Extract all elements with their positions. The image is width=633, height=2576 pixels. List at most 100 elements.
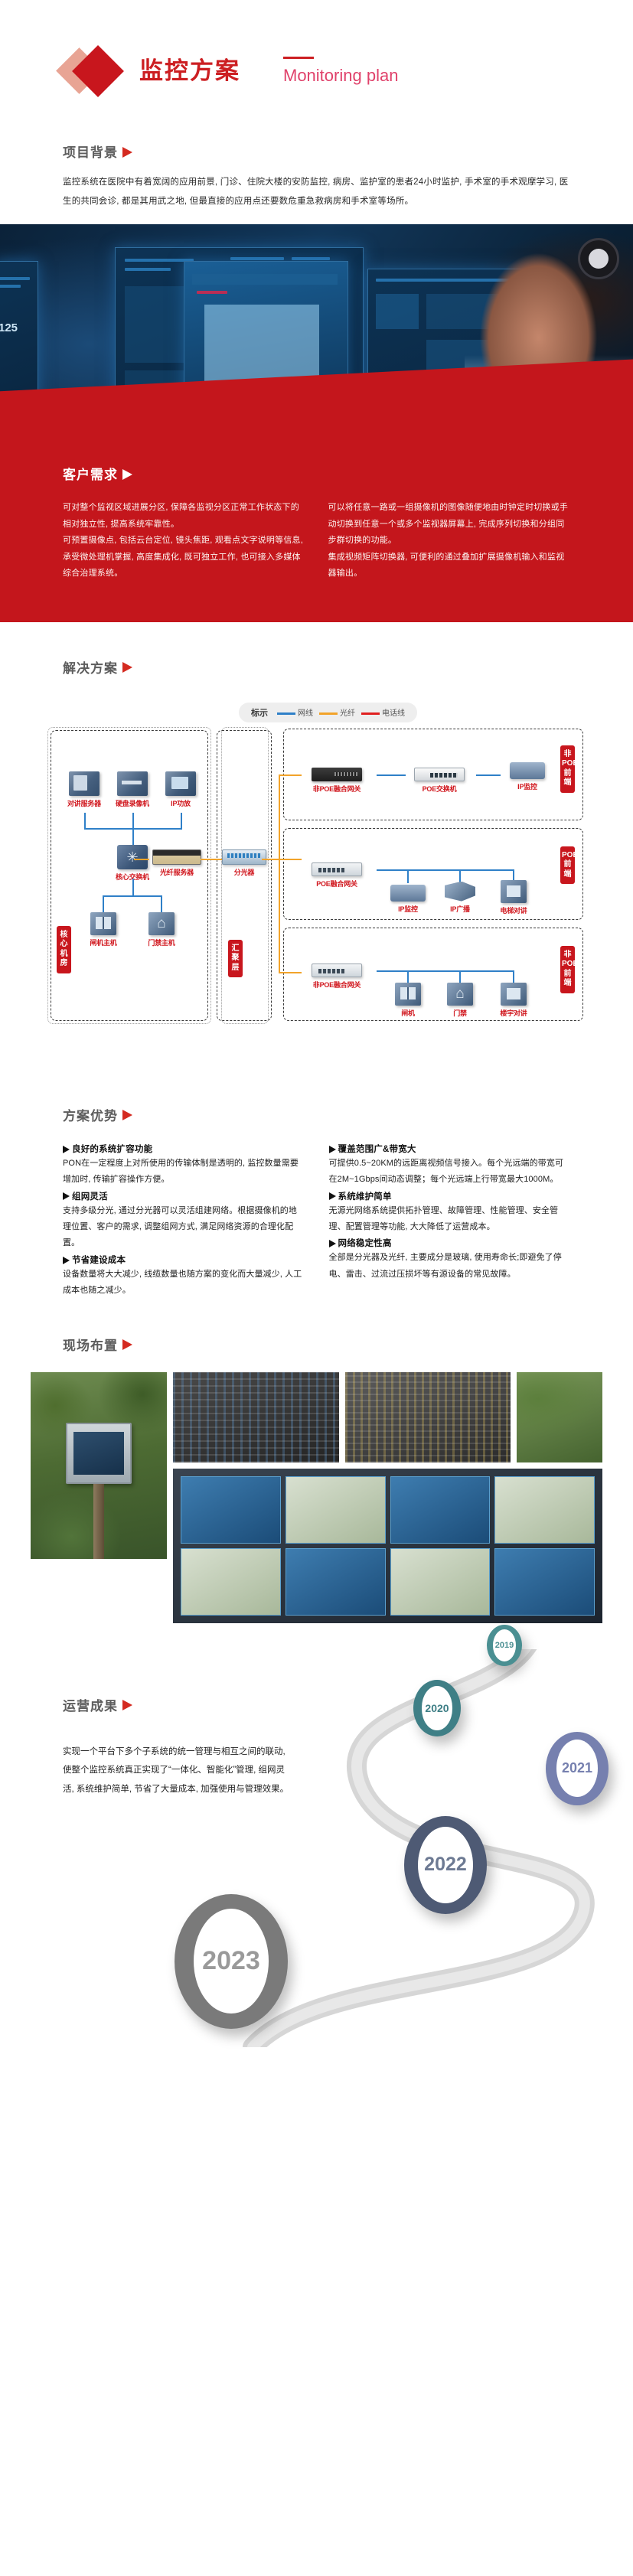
- headset-icon: [578, 238, 619, 280]
- node-fiber-server: 光纤服务器: [148, 845, 206, 877]
- server-rack-photo: [173, 1371, 339, 1462]
- zone-core-room-outline: [47, 726, 211, 1024]
- wire-net: [132, 812, 134, 830]
- zone-frontend-3: [283, 927, 583, 1021]
- advantages-heading-label: 方案优势: [63, 1108, 118, 1123]
- node-optical-splitter: 分光器: [215, 845, 273, 877]
- advantage-body: 可提供0.5~20KM的远距离视频信号接入。每个光远端的带宽可在2M~1Gbps…: [328, 1158, 564, 1185]
- background-paragraph: 监控系统在医院中有着宽阔的应用前景, 门诊、住院大楼的安防监控, 病房、监护室的…: [63, 178, 569, 206]
- poe-gateway-icon: [312, 862, 362, 876]
- zone-tag-non-poe-frontend-b: 非POE前端: [560, 945, 578, 993]
- advantages-left-column: 良好的系统扩容功能 PON在一定程度上对所使用的传输体制是透明的, 监控数量需要…: [63, 1141, 305, 1299]
- wire-fiber: [279, 774, 280, 860]
- section-results: 运营成果 实现一个平台下多个子系统的统一管理与相互之间的联动, 使整个监控系统真…: [0, 1624, 633, 2047]
- node-non-poe-gateway-1: 非POE融合网关: [300, 762, 374, 794]
- ip-camera-icon: [390, 884, 426, 902]
- nvr-icon: [117, 771, 148, 796]
- node-intercom-server: 对讲服务器: [55, 771, 113, 808]
- wire-net: [407, 869, 409, 883]
- node-gate: 闸机: [380, 981, 436, 1018]
- page-subtitle-group: Monitoring plan: [283, 56, 398, 86]
- site-heading: 现场布置: [0, 1335, 633, 1354]
- triangle-right-icon: [63, 1192, 70, 1201]
- wire-fiber: [134, 858, 149, 860]
- diagram-legend: 标示 网线 光纤 电话线: [239, 702, 417, 722]
- solution-heading-label: 解决方案: [63, 660, 118, 676]
- node-nvr: 硬盘录像机: [103, 771, 162, 808]
- wire-net: [459, 970, 461, 984]
- section-site-layout: 现场布置: [0, 1299, 633, 1623]
- results-heading: 运营成果: [0, 1695, 132, 1714]
- node-ip-amplifier: IP功放: [152, 771, 210, 808]
- timeline-bubble-2020: 2020: [413, 1679, 461, 1736]
- timeline-bubble-2023: 2023: [175, 1893, 288, 2029]
- advantage-body: 支持多级分光, 通过分光器可以灵活组建网络。根据摄像机的地理位置、客户的需求, …: [63, 1205, 298, 1248]
- advantage-title: 节省建设成本: [63, 1254, 305, 1266]
- legend-item-fiber: 光纤: [319, 706, 355, 718]
- section-advantages: 方案优势 良好的系统扩容功能 PON在一定程度上对所使用的传输体制是透明的, 监…: [0, 1079, 633, 1299]
- outdoor-camera-cabinet-photo: [31, 1371, 167, 1559]
- wire-fiber: [279, 858, 302, 860]
- node-gate-host: 闸机主机: [74, 911, 132, 947]
- advantage-body: 无源光网络系统提供拓扑管理、故障管理、性能管理、安全管理、配置管理等功能, 大大…: [328, 1205, 559, 1231]
- wire-net: [513, 869, 514, 883]
- site-heading-label: 现场布置: [63, 1338, 118, 1353]
- arrow-right-icon: [122, 1700, 132, 1711]
- timeline-year-label: 2019: [492, 1629, 517, 1661]
- requirements-left-column: 可对整个监视区域进展分区, 保障各监视分区正常工作状态下的相对独立性, 提高系统…: [63, 500, 305, 582]
- node-ip-camera-1: IP监控: [499, 758, 556, 791]
- triangle-right-icon: [328, 1240, 336, 1248]
- zone-tag-non-poe-frontend-a: 非POE前端: [560, 745, 578, 793]
- requirements-right-column: 可以将任意一路或一组摄像机的图像随便地由时钟定时切换或手动切换到任意一个或多个监…: [328, 500, 571, 582]
- section-solution: 解决方案 标示 网线 光纤 电话线 核心机房 汇聚层 非POE前端 POE: [0, 622, 633, 1079]
- advantages-heading: 方案优势: [0, 1105, 633, 1124]
- node-ip-speaker: IP广播: [432, 879, 488, 914]
- wire-fiber: [279, 858, 280, 973]
- background-heading: 项目背景: [0, 142, 633, 161]
- hero-screen-number: 125: [0, 321, 18, 335]
- zone-core-room: [51, 729, 208, 1021]
- wire-net: [132, 827, 134, 845]
- ip-camera-icon: [510, 761, 545, 779]
- node-access-control: 门禁: [432, 981, 488, 1018]
- optical-splitter-icon: [222, 849, 266, 865]
- legend-item-phone-line: 电话线: [361, 706, 405, 718]
- outdoor-greenery-photo: [517, 1371, 602, 1462]
- arrow-right-icon: [122, 1110, 132, 1121]
- video-wall-photo: [173, 1468, 602, 1623]
- results-heading-label: 运营成果: [63, 1698, 118, 1714]
- zone-aggregation: [217, 729, 272, 1021]
- server-icon: [69, 771, 100, 796]
- node-access-host: 门禁主机: [132, 911, 191, 947]
- subtitle-rule: [283, 56, 314, 59]
- advantages-right-column: 覆盖范围广&带宽大 可提供0.5~20KM的远距离视频信号接入。每个光远端的带宽…: [328, 1141, 571, 1299]
- poe-switch-icon: [414, 767, 465, 781]
- advantage-title: 良好的系统扩容功能: [63, 1143, 305, 1155]
- requirements-heading-label: 客户需求: [63, 468, 118, 483]
- control-room-hero-photo: 125: [0, 224, 633, 443]
- wire-net: [103, 895, 162, 897]
- timeline-year-label: 2021: [556, 1740, 599, 1798]
- timeline-bubble-2019: 2019: [487, 1624, 522, 1666]
- triangle-right-icon: [328, 1145, 336, 1153]
- double-diamond-logo-icon: [56, 44, 129, 97]
- wire-fiber: [279, 774, 302, 776]
- amplifier-icon: [165, 771, 196, 796]
- building-intercom-icon: [501, 982, 527, 1006]
- section-project-background: 项目背景 监控系统在医院中有着宽阔的应用前景, 门诊、住院大楼的安防监控, 病房…: [0, 142, 633, 210]
- advantage-body: 设备数量将大大减少, 线缆数量也随方案的变化而大量减少, 人工成本也随之减少。: [63, 1269, 302, 1296]
- advantage-title: 系统维护简单: [328, 1190, 571, 1202]
- requirement-item: 可预置摄像点, 包括云台定位, 镜头焦距, 观看点文字说明等信息, 承受微处理机…: [63, 536, 303, 579]
- wire-net: [181, 812, 182, 830]
- triangle-right-icon: [63, 1145, 70, 1153]
- triangle-right-icon: [328, 1192, 336, 1201]
- timeline-year-label: 2020: [421, 1685, 453, 1730]
- ip-speaker-icon: [445, 881, 475, 902]
- wire-net: [459, 869, 461, 883]
- access-host-icon: [148, 911, 175, 935]
- results-paragraph: 实现一个平台下多个子系统的统一管理与相互之间的联动, 使整个监控系统真正实现了“…: [63, 1746, 289, 1795]
- fiber-server-icon: [152, 849, 201, 865]
- zone-frontend-2: [283, 827, 583, 920]
- gate-icon: [395, 982, 421, 1006]
- node-ip-camera-2: IP监控: [380, 880, 436, 914]
